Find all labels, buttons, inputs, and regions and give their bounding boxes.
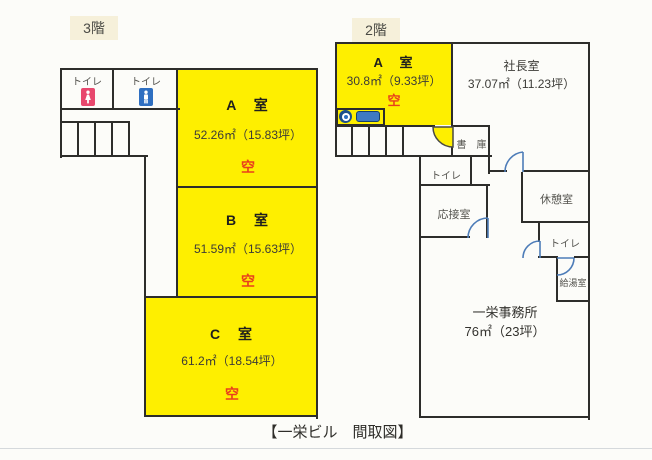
wall bbox=[556, 258, 558, 302]
wall bbox=[419, 236, 470, 238]
room-a-2f-area: 30.8㎡（9.33坪） bbox=[346, 74, 442, 88]
wall bbox=[335, 42, 337, 157]
wall bbox=[176, 68, 178, 298]
sink-counter-icon bbox=[356, 111, 380, 122]
wall bbox=[94, 121, 96, 157]
wall bbox=[488, 170, 507, 172]
door-arc-kitchenette bbox=[556, 257, 575, 276]
room-b-3f-name: B 室 bbox=[225, 212, 271, 228]
wall bbox=[523, 170, 590, 172]
wall bbox=[60, 155, 148, 157]
wall bbox=[451, 42, 453, 157]
wall bbox=[144, 155, 146, 417]
office-name: 一栄事務所 bbox=[472, 305, 538, 320]
room-a-2f-vacancy: 空 bbox=[387, 93, 401, 108]
wall bbox=[144, 296, 318, 298]
room-c-3f bbox=[146, 298, 316, 415]
president-room-area: 37.07㎡（11.23坪） bbox=[467, 77, 576, 91]
wall bbox=[60, 68, 318, 70]
floor-label-2f: 2階 bbox=[352, 18, 400, 42]
wall bbox=[419, 155, 421, 418]
president-room-name: 社長室 bbox=[503, 59, 540, 73]
wall bbox=[60, 108, 180, 110]
wall bbox=[60, 68, 62, 158]
wall bbox=[368, 127, 370, 157]
wall bbox=[419, 184, 490, 186]
wall bbox=[574, 256, 590, 258]
toilet-east-label: トイレ bbox=[550, 239, 580, 250]
wall bbox=[419, 416, 590, 418]
wall bbox=[538, 223, 540, 242]
wall bbox=[316, 68, 318, 419]
wall bbox=[521, 172, 523, 223]
wall bbox=[470, 157, 472, 186]
wall bbox=[111, 121, 113, 157]
wall bbox=[402, 127, 404, 157]
wall bbox=[128, 121, 130, 157]
door-arc-president-room bbox=[504, 151, 524, 173]
wall bbox=[335, 155, 492, 157]
female-icon bbox=[81, 88, 95, 106]
wall bbox=[176, 186, 318, 188]
scan-edge-line bbox=[0, 448, 652, 449]
room-c-3f-name: C 室 bbox=[209, 326, 255, 342]
room-b-3f-vacancy: 空 bbox=[241, 273, 255, 289]
wall bbox=[521, 221, 590, 223]
wall bbox=[112, 68, 114, 110]
wall bbox=[144, 415, 318, 417]
floor-label-3f: 3階 bbox=[70, 16, 118, 40]
wall bbox=[488, 125, 490, 174]
wall bbox=[335, 125, 435, 127]
room-c-3f-area: 61.2㎡（18.54坪） bbox=[181, 354, 283, 368]
wall bbox=[486, 186, 488, 238]
wall bbox=[556, 300, 590, 302]
door-arc-room-a-2f bbox=[432, 126, 454, 148]
room-a-3f-vacancy: 空 bbox=[241, 159, 255, 175]
wall bbox=[351, 127, 353, 157]
room-c-3f-vacancy: 空 bbox=[225, 386, 239, 402]
room-b-3f bbox=[178, 188, 316, 296]
caption: 【一栄ビル 間取図】 bbox=[262, 424, 413, 441]
archive-room-label: 書 庫 bbox=[456, 140, 487, 151]
round-fixture-icon bbox=[339, 110, 352, 123]
wall bbox=[453, 125, 490, 127]
kitchenette-label: 給湯室 bbox=[559, 278, 587, 288]
wall bbox=[385, 127, 387, 157]
room-b-3f-area: 51.59㎡（15.63坪） bbox=[193, 242, 303, 256]
room-a-3f-name: A 室 bbox=[226, 97, 270, 113]
break-room-label: 休憩室 bbox=[540, 194, 573, 206]
toilet-west-label: トイレ bbox=[431, 171, 461, 182]
male-icon bbox=[139, 88, 153, 106]
wall bbox=[538, 256, 558, 258]
toilet-female-label-3f: トイレ bbox=[72, 77, 102, 88]
room-a-3f bbox=[178, 70, 316, 186]
wall bbox=[335, 42, 590, 44]
office-area: 76㎡（23坪） bbox=[464, 324, 546, 339]
reception-room-label: 応接室 bbox=[437, 209, 471, 221]
wall bbox=[588, 42, 590, 420]
room-a-3f-area: 52.26㎡（15.83坪） bbox=[193, 128, 303, 142]
room-a-2f-name: A 室 bbox=[373, 55, 415, 70]
wall bbox=[77, 121, 79, 157]
toilet-male-label-3f: トイレ bbox=[131, 77, 161, 88]
